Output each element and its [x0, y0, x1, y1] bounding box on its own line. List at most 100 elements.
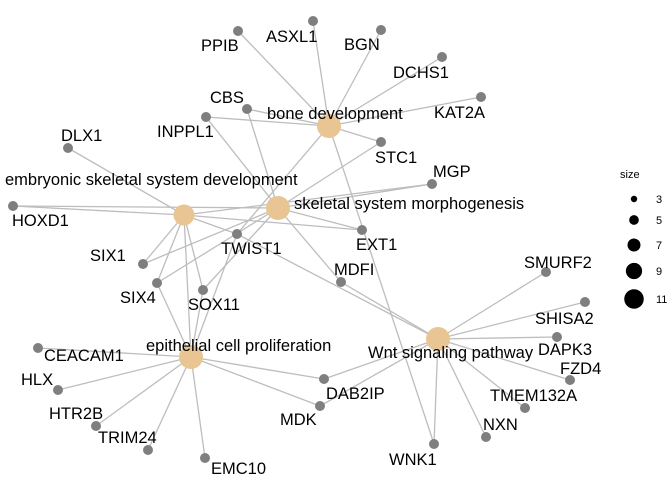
edge-wnt-nxn	[437, 338, 487, 438]
edge-epi-emc10	[190, 356, 206, 459]
category-label-bone: bone development	[267, 105, 403, 123]
edge-embryo-epi	[183, 214, 192, 358]
legend-size-label-3: 3	[656, 194, 662, 206]
edge-bone-cbs	[246, 108, 330, 127]
edge-wnt-smurf2	[437, 271, 547, 340]
legend-size-dot-3	[630, 195, 638, 203]
gene-label-asxl1: ASXL1	[266, 28, 317, 46]
edge-skel-cbs	[246, 108, 279, 209]
edges-layer	[12, 20, 586, 459]
edge-bone-dchs1	[328, 56, 443, 127]
gene-node-kat2a	[476, 92, 486, 102]
gene-node-htr2b	[91, 421, 101, 431]
edge-bone-inppl1	[205, 116, 330, 127]
gene-node-wnk1	[429, 439, 439, 449]
category-node-wnt	[426, 327, 450, 351]
gene-label-six1: SIX1	[90, 247, 126, 265]
gene-label-kat2a: KAT2A	[434, 104, 485, 122]
gene-node-mgp	[427, 179, 437, 189]
gene-node-dchs1	[437, 52, 447, 62]
gene-label-stc1: STC1	[375, 149, 417, 167]
gene-node-six4	[152, 278, 162, 288]
category-node-skel	[266, 196, 290, 220]
edge-embryo-mgp	[183, 183, 433, 216]
edge-skel-inppl1	[205, 116, 279, 209]
gene-label-six4: SIX4	[120, 289, 156, 307]
gene-node-inppl1	[201, 112, 211, 122]
gene-label-htr2b: HTR2B	[49, 405, 103, 423]
gene-node-smurf2	[541, 267, 551, 277]
category-label-epi: epithelial cell proliferation	[146, 337, 331, 355]
gene-node-hoxd1	[8, 201, 18, 211]
edge-embryo-dlx1	[67, 147, 185, 216]
gene-node-nxn	[481, 432, 491, 442]
category-node-embryo	[173, 204, 195, 226]
category-label-skel: skeletal system morphogenesis	[294, 195, 524, 213]
gene-node-mdfi	[336, 277, 346, 287]
gene-label-bgn: BGN	[344, 36, 380, 54]
gene-node-ext1	[357, 225, 367, 235]
legend-size-label-7: 7	[656, 240, 662, 252]
gene-label-dab2ip: DAB2IP	[326, 385, 385, 403]
gene-label-trim24: TRIM24	[98, 429, 157, 447]
edge-wnt-dab2ip	[323, 338, 439, 380]
edge-skel-six1	[142, 207, 279, 265]
gene-node-sox11	[198, 285, 208, 295]
legend-size-dot-9	[625, 262, 643, 280]
edge-embryo-six1	[142, 214, 185, 265]
edge-wnt-dapk3	[437, 336, 558, 340]
gene-label-hlx: HLX	[21, 371, 53, 389]
edge-skel-hoxd1	[12, 205, 279, 209]
edge-skel-ext1	[277, 207, 363, 231]
edge-embryo-six4	[156, 214, 185, 284]
edge-skel-six4	[156, 207, 279, 284]
gene-label-smurf2: SMURF2	[524, 254, 592, 272]
gene-label-ppib: PPIB	[201, 37, 239, 55]
edge-wnt-fzd4	[437, 338, 571, 381]
gene-node-fzd4	[565, 375, 575, 385]
gene-node-dab2ip	[319, 374, 329, 384]
gene-node-bgn	[376, 25, 386, 35]
edge-epi-dab2ip	[190, 356, 325, 380]
edge-skel-mgp	[277, 183, 433, 209]
gene-node-mdk	[315, 401, 325, 411]
gene-label-emc10: EMC10	[211, 460, 266, 478]
edge-wnt-twist1	[236, 233, 439, 340]
gene-node-twist1	[232, 229, 242, 239]
edge-wnt-shisa2	[437, 301, 586, 340]
gene-label-ceacam1: CEACAM1	[44, 347, 124, 365]
gene-label-dchs1: DCHS1	[393, 64, 449, 82]
gene-node-six1	[138, 259, 148, 269]
gene-node-ppib	[233, 26, 243, 36]
gene-node-hlx	[53, 385, 63, 395]
category-node-epi	[179, 345, 203, 369]
gene-node-ceacam1	[33, 343, 43, 353]
category-label-wnt: Wnt signaling pathway	[368, 344, 534, 362]
nodes-layer	[8, 16, 590, 463]
gene-label-cbs: CBS	[210, 89, 244, 107]
edge-bone-asxl1	[312, 20, 330, 127]
gene-node-dapk3	[552, 332, 562, 342]
edge-embryo-sox11	[183, 214, 204, 291]
gene-node-trim24	[143, 445, 153, 455]
edge-wnt-mdfi	[340, 281, 439, 340]
edge-wnt-mdk	[319, 338, 439, 407]
legend-size-dot-5	[629, 215, 639, 225]
gene-node-cbs	[242, 104, 252, 114]
gene-label-shisa2: SHISA2	[535, 310, 594, 328]
edge-bone-kat2a	[328, 96, 482, 127]
legend-size-label-5: 5	[656, 215, 662, 227]
edge-epi-htr2b	[95, 356, 192, 427]
edge-bone-wnk1	[328, 125, 435, 445]
gene-label-dapk3: DAPK3	[538, 341, 592, 359]
edge-skel-mdfi	[277, 207, 342, 283]
gene-node-asxl1	[308, 16, 318, 26]
gene-label-sox11: SOX11	[188, 296, 240, 314]
edge-epi-twist1	[190, 233, 238, 358]
category-label-embryo: embryonic skeletal system development	[5, 171, 298, 189]
edge-epi-hlx	[57, 356, 192, 391]
edge-bone-ppib	[237, 30, 330, 127]
